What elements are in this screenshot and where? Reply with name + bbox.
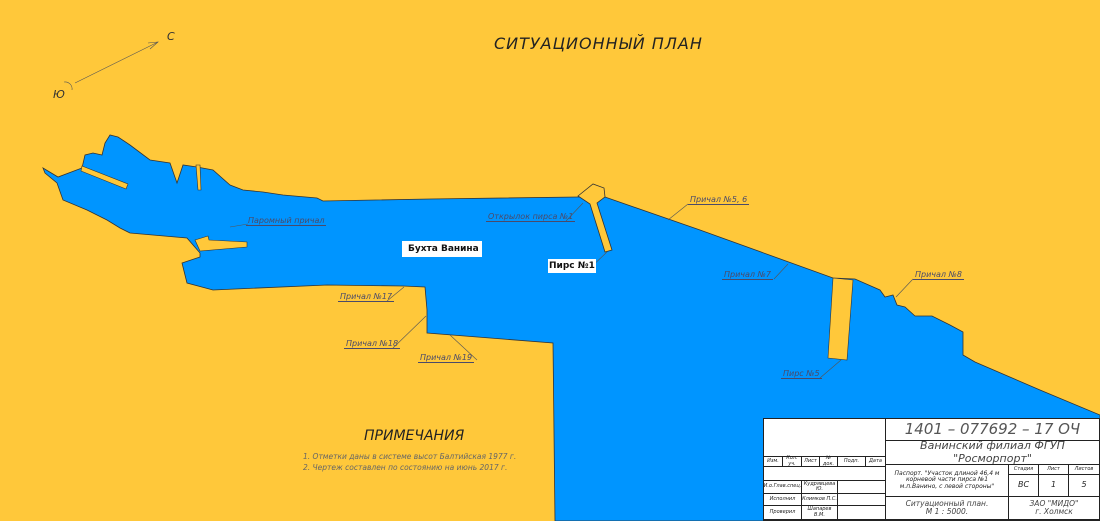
- drawing-title: Ситуационный план.: [905, 498, 989, 508]
- sheets-header: Листов: [1069, 465, 1100, 475]
- label-berth-5-6: Причал №5, 6: [688, 195, 750, 205]
- header-cell: Кол. уч.: [783, 455, 802, 467]
- sheet-value: 1: [1039, 475, 1069, 497]
- label-ferry-berth: Паромный причал: [246, 216, 327, 226]
- name-cell: Шапарев В.М.: [802, 506, 838, 520]
- ferry-berth: [194, 235, 248, 252]
- name-cell: Климков П.С.: [802, 494, 838, 506]
- revision-grid-empty: [764, 419, 886, 457]
- organization: Ванинский филиал ФГУП "Росморпорт": [886, 440, 1100, 465]
- leader-lines: [63, 41, 914, 379]
- role-cell: Исполнил: [764, 494, 802, 506]
- header-cell: Изм.: [764, 457, 783, 467]
- company-cell: ЗАО "МИДО" г. Холмск: [1009, 497, 1100, 520]
- stage-value: ВС: [1009, 475, 1039, 497]
- name-cell: Кудрявцева Ю.: [802, 481, 838, 494]
- signature-cell: [838, 481, 886, 494]
- drawing-scale: М 1 : 5000.: [925, 507, 969, 516]
- notes-heading: ПРИМЕЧАНИЯ: [364, 428, 465, 444]
- plan-title: СИТУАЦИОННЫЙ ПЛАН: [494, 34, 703, 53]
- header-cell: № док.: [820, 455, 838, 467]
- company-city: г. Холмск: [1035, 507, 1073, 516]
- stage-header: Стадия: [1009, 465, 1039, 475]
- role-cell: И.о.Глав.спец.: [764, 481, 802, 494]
- label-berth-19: Причал №19: [418, 353, 475, 363]
- description: Паспорт. "Участок длиной 46,4 м корневой…: [886, 465, 1009, 497]
- compass-north-label: С: [167, 30, 175, 43]
- role-cell: Проверил: [764, 506, 802, 520]
- sheet-header: Лист: [1039, 465, 1069, 475]
- jetty-west: [80, 165, 129, 190]
- pier-1: [577, 183, 613, 253]
- bay-label: Бухта Ванина: [402, 241, 482, 257]
- label-berth-8: Причал №8: [913, 270, 964, 280]
- pier-5: [827, 277, 854, 361]
- label-berth-18: Причал №18: [344, 339, 401, 349]
- company-name: ЗАО "МИДО": [1029, 498, 1079, 508]
- header-cell: Дата: [866, 457, 886, 467]
- signature-cell: [838, 506, 886, 520]
- jetty-north: [195, 164, 202, 191]
- compass-south-label: Ю: [53, 88, 65, 101]
- pier-1-label: Пирс №1: [548, 259, 596, 273]
- label-berth-17: Причал №17: [338, 292, 395, 302]
- sheets-value: 5: [1069, 475, 1100, 497]
- signature-cell: [838, 494, 886, 506]
- label-pier-wing: Открылок пирса №1: [486, 212, 576, 222]
- note-item: 2. Чертеж составлен по состоянию на июнь…: [303, 463, 508, 472]
- header-cell: Подп.: [838, 457, 866, 467]
- note-item: 1. Отметки даны в системе высот Балтийск…: [303, 452, 517, 461]
- drawing-title-cell: Ситуационный план. М 1 : 5000.: [886, 497, 1009, 520]
- label-berth-7: Причал №7: [722, 270, 773, 280]
- header-cell: Лист: [802, 457, 820, 467]
- label-pier-5: Пирс №5: [781, 369, 822, 379]
- drawing-code: 1401 – 077692 – 17 ОЧ: [886, 419, 1100, 441]
- title-block: Изм. Кол. уч. Лист № док. Подп. Дата И.о…: [763, 418, 1100, 521]
- empty-row: [764, 467, 886, 481]
